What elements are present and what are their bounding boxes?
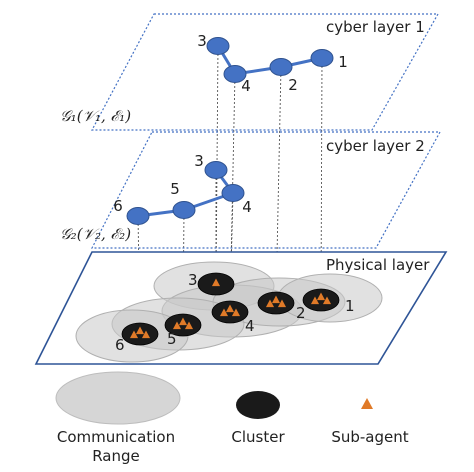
cyber1-node-label-3: 3 [197,32,207,50]
legend-range-label: Communication [57,428,175,446]
sub-agent [316,292,326,301]
sub-agent [219,308,229,317]
cyber-layer-2-plane [91,131,442,249]
sub-agent [322,296,332,305]
clusters: 3 4 2 1 5 6 [115,271,355,354]
cyber1-node-label-2: 2 [288,76,298,94]
cyber2-node-label-6: 6 [113,197,123,215]
cyber-layer-2-nodes: 3 4 5 6 [113,152,252,225]
legend-cluster-swatch [236,391,280,419]
cyber1-node-label-4: 4 [241,77,251,95]
graph-1-label: 𝒢₁(𝒱₁, ℰ₁) [60,107,131,125]
cyber1-node-1 [310,49,334,67]
sub-agent [277,299,287,308]
sub-agent [271,295,281,304]
cluster-label-4: 4 [245,317,255,335]
sub-agent [178,317,188,326]
physical-layer-label: Physical layer [326,256,430,274]
sub-agent [172,321,182,330]
sub-agent [184,321,194,330]
sub-agent [265,299,275,308]
cyber-layer-1-plane [90,13,440,131]
sub-agent [225,304,235,313]
sub-agent [310,296,320,305]
sub-agent [135,326,145,335]
sub-agent [129,330,139,339]
cyber2-node-label-5: 5 [170,180,180,198]
legend-subagent-swatch [361,398,373,409]
cyber2-node-5 [172,201,196,219]
cyber-layer-1-nodes: 3 4 2 1 [197,32,348,95]
cyber-layer-1-label: cyber layer 1 [326,18,425,36]
graph-2-label: 𝒢₂(𝒱₂, ℰ₂) [60,225,131,243]
cyber1-node-3 [206,37,230,55]
cyber2-node-label-3: 3 [194,152,204,170]
cyber2-node-3 [204,161,228,179]
cluster-label-6: 6 [115,336,125,354]
legend-range-swatch [55,371,181,425]
legend-cluster-label: Cluster [231,428,285,446]
cyber1-node-2 [269,58,293,76]
sub-agent [141,330,151,339]
cluster-label-2: 2 [296,304,306,322]
cyber2-node-label-4: 4 [242,198,252,216]
cluster-label-1: 1 [345,297,355,315]
cyber2-node-4 [221,184,245,202]
sub-agent [231,308,241,317]
sub-agent [211,278,221,287]
legend-range-label-2: Range [92,447,140,465]
cyber-layer-2-label: cyber layer 2 [326,137,425,155]
cyber2-node-6 [126,207,150,225]
cyber1-node-label-1: 1 [338,53,348,71]
cyber1-node-4 [223,65,247,83]
cluster-label-3: 3 [188,271,198,289]
cluster-label-5: 5 [167,330,177,348]
legend-subagent-label: Sub-agent [331,428,408,446]
